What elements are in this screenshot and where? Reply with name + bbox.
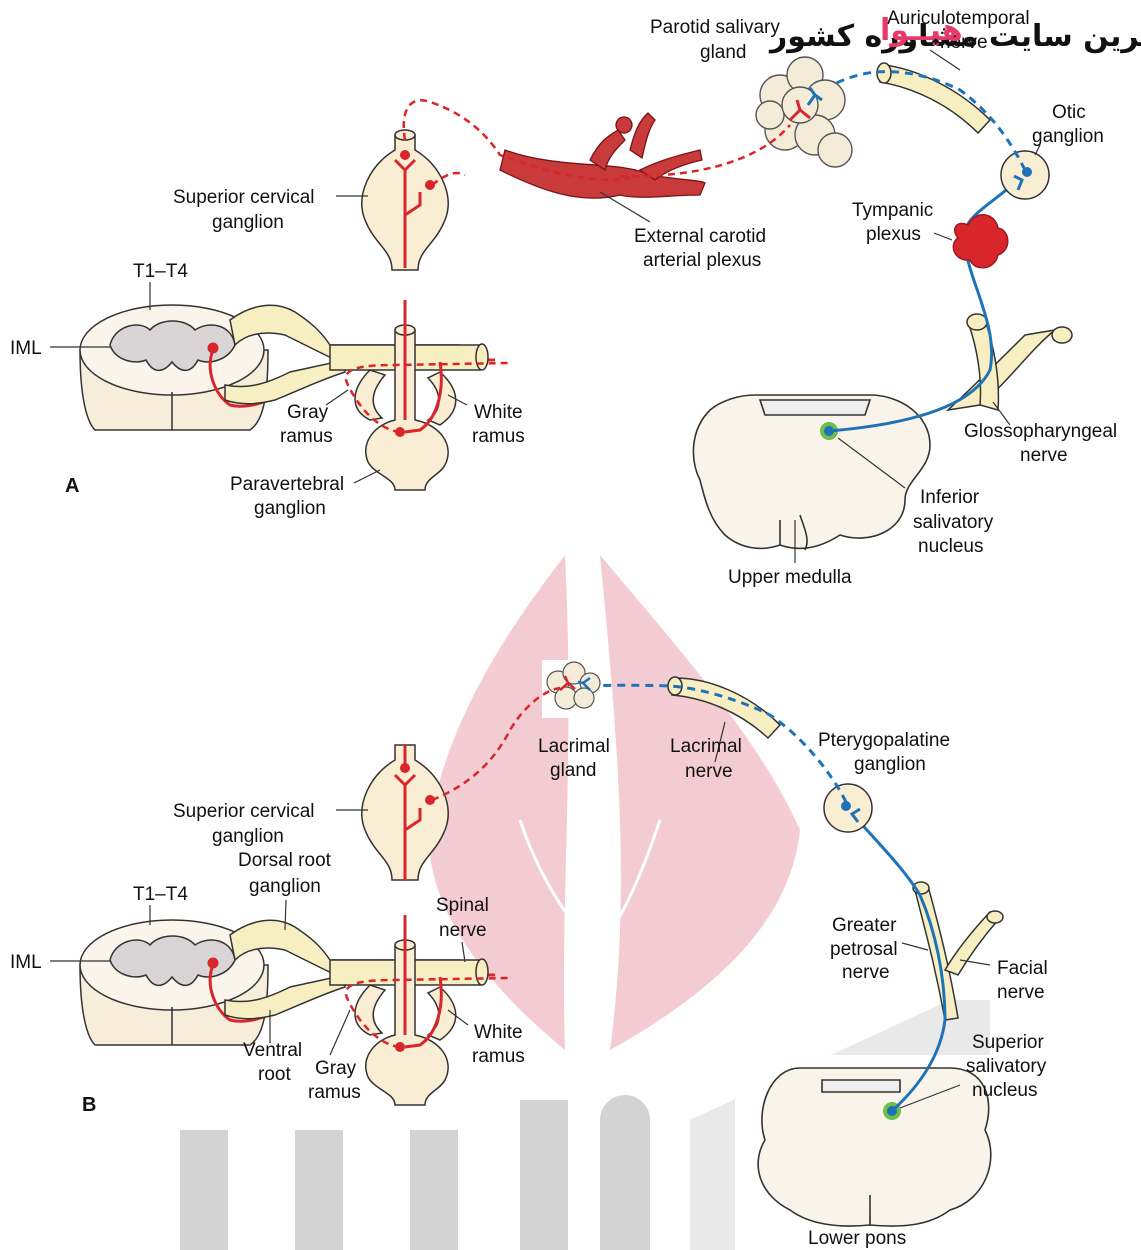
upper-medulla bbox=[693, 395, 930, 550]
watermark-bar-3 bbox=[410, 1130, 458, 1250]
label-scg-a-2: ganglion bbox=[212, 212, 284, 233]
label-parotid-2: gland bbox=[700, 42, 747, 63]
label-upper-medulla: Upper medulla bbox=[728, 567, 852, 588]
watermark-bar-5 bbox=[600, 1095, 650, 1250]
label-facial-2: nerve bbox=[997, 982, 1045, 1003]
label-gray-ramus-a-1: Gray bbox=[287, 402, 329, 423]
label-otic-2: ganglion bbox=[1032, 126, 1104, 147]
watermark-bar-2 bbox=[295, 1130, 343, 1250]
pterygopalatine-synapse-dot bbox=[841, 801, 851, 811]
lower-pons bbox=[758, 1068, 991, 1226]
label-gray-ramus-b-1: Gray bbox=[315, 1058, 357, 1079]
panel-letter-b: B bbox=[82, 1094, 96, 1116]
label-greater-petrosal-1: Greater bbox=[832, 915, 897, 936]
tympanic-plexus bbox=[953, 215, 1007, 268]
watermark-bar-1 bbox=[180, 1130, 228, 1250]
label-inferior-salivatory-1: Inferior bbox=[920, 487, 980, 508]
label-tympanic-2: plexus bbox=[866, 224, 921, 245]
label-spinal-nerve-2: nerve bbox=[439, 920, 487, 941]
label-inferior-salivatory-3: nucleus bbox=[918, 536, 984, 557]
scg-b-dot-1 bbox=[400, 763, 410, 773]
label-t1t4-a: T1–T4 bbox=[133, 261, 188, 282]
external-carotid-artery bbox=[500, 113, 705, 198]
label-white-ramus-a-1: White bbox=[474, 402, 523, 423]
label-greater-petrosal-2: petrosal bbox=[830, 939, 898, 960]
label-glossopharyngeal-2: nerve bbox=[1020, 445, 1068, 466]
label-ventral-root-2: root bbox=[258, 1064, 291, 1085]
label-white-ramus-a-2: ramus bbox=[472, 426, 525, 447]
label-scg-b-2: ganglion bbox=[212, 826, 284, 847]
label-tympanic-1: Tympanic bbox=[852, 200, 933, 221]
panel-a bbox=[80, 57, 1072, 550]
panel-letter-a: A bbox=[65, 475, 79, 497]
label-dorsal-root-1: Dorsal root bbox=[238, 850, 332, 871]
label-white-ramus-b-1: White bbox=[474, 1022, 523, 1043]
facial-nerve bbox=[913, 882, 1003, 1020]
label-paravertebral-1: Paravertebral bbox=[230, 474, 344, 495]
label-lacrimal-nerve-1: Lacrimal bbox=[670, 736, 742, 757]
label-lacrimal-gland-2: gland bbox=[550, 760, 597, 781]
label-external-carotid-2: arterial plexus bbox=[643, 250, 761, 271]
label-otic-1: Otic bbox=[1052, 102, 1086, 123]
label-external-carotid-1: External carotid bbox=[634, 226, 766, 247]
label-t1t4-b: T1–T4 bbox=[133, 884, 188, 905]
watermark-brand: هیــوا bbox=[880, 13, 963, 48]
label-lacrimal-nerve-2: nerve bbox=[685, 761, 733, 782]
label-lacrimal-gland-1: Lacrimal bbox=[538, 736, 610, 757]
label-scg-a-1: Superior cervical bbox=[173, 187, 315, 208]
label-white-ramus-b-2: ramus bbox=[472, 1046, 525, 1067]
label-inferior-salivatory-2: salivatory bbox=[913, 512, 994, 533]
label-lower-pons: Lower pons bbox=[808, 1228, 906, 1249]
label-paravertebral-2: ganglion bbox=[254, 498, 326, 519]
label-superior-salivatory-2: salivatory bbox=[966, 1056, 1047, 1077]
label-iml-a: IML bbox=[10, 338, 42, 359]
label-iml-b: IML bbox=[10, 952, 42, 973]
label-pterygopalatine-2: ganglion bbox=[854, 754, 926, 775]
label-dorsal-root-2: ganglion bbox=[249, 876, 321, 897]
scg-a-dot-1 bbox=[400, 150, 410, 160]
label-parotid-1: Parotid salivary bbox=[650, 17, 780, 38]
label-ventral-root-1: Ventral bbox=[243, 1040, 302, 1061]
label-pterygopalatine-1: Pterygopalatine bbox=[818, 730, 950, 751]
label-facial-1: Facial bbox=[997, 958, 1048, 979]
auriculotemporal-nerve bbox=[877, 63, 990, 133]
label-gray-ramus-a-2: ramus bbox=[280, 426, 333, 447]
label-greater-petrosal-3: nerve bbox=[842, 962, 890, 983]
watermark-right-lobe bbox=[600, 555, 800, 1050]
watermark-bar-4 bbox=[520, 1100, 568, 1250]
label-superior-salivatory-3: nucleus bbox=[972, 1080, 1038, 1101]
iml-cell-b bbox=[208, 958, 219, 969]
label-scg-b-1: Superior cervical bbox=[173, 801, 315, 822]
watermark-header: تخصصی ترین سایت مشاوره کشور هیــوا bbox=[768, 13, 1141, 54]
label-superior-salivatory-1: Superior bbox=[972, 1032, 1044, 1053]
iml-cell-a bbox=[208, 343, 219, 354]
label-gray-ramus-b-2: ramus bbox=[308, 1082, 361, 1103]
label-glossopharyngeal-1: Glossopharyngeal bbox=[964, 421, 1117, 442]
label-spinal-nerve-1: Spinal bbox=[436, 895, 489, 916]
